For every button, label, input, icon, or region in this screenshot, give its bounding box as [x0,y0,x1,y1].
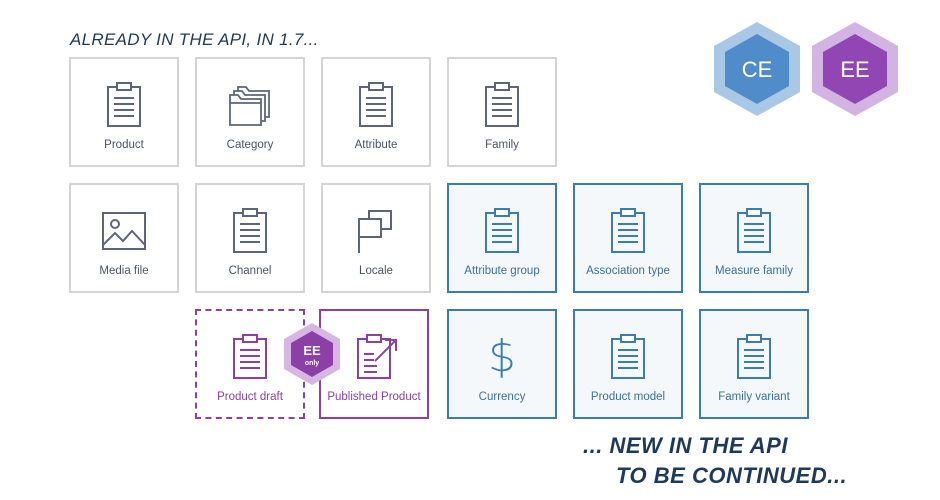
clipboard-icon [477,81,527,129]
tile-association-type[interactable]: Association type [573,183,683,293]
dollar-icon: $ [488,331,516,382]
tile-label: Product draft [217,391,283,403]
tile-product[interactable]: Product [69,57,179,167]
tile-locale[interactable]: Locale [321,183,431,293]
footer-line-new: ... NEW IN THE API [583,433,788,458]
tile-label: Measure family [715,265,793,277]
tile-label: Association type [586,265,670,277]
section-heading: ALREADY IN THE API, IN 1.7... [70,30,319,49]
flags-icon [351,207,401,255]
tile-label: Media file [99,265,149,277]
tile-label: Attribute group [464,265,540,277]
clipboard-icon [351,81,401,129]
tile-family[interactable]: Family [447,57,557,167]
clipboard-icon [603,333,653,381]
tile-family-variant[interactable]: Family variant [699,309,809,419]
publish-icon [349,333,399,381]
clipboard-icon [99,81,149,129]
ee-only-badge: EE only [281,322,343,386]
ee-badge: EE [810,21,900,117]
tile-label: Family [485,139,519,151]
tile-attribute-group[interactable]: Attribute group [447,183,557,293]
clipboard-icon [729,207,779,255]
ee-badge-label: EE [840,57,869,82]
image-icon [99,207,149,255]
clipboard-icon [225,333,275,381]
tile-media-file[interactable]: Media file [69,183,179,293]
tile-label: Channel [228,265,272,277]
tile-attribute[interactable]: Attribute [321,57,431,167]
tile-measure-family[interactable]: Measure family [699,183,809,293]
folders-icon [225,81,275,129]
ce-badge-label: CE [742,57,773,82]
ee-only-badge-bottom: only [305,360,319,367]
tile-label: Locale [359,265,393,277]
ee-only-badge-top: EE [303,343,321,358]
clipboard-icon [477,207,527,255]
tile-channel[interactable]: Channel [195,183,305,293]
ce-badge: CE [712,21,802,117]
tile-label: Family variant [718,391,790,403]
tile-label: Product [104,139,144,151]
tile-label: Currency [478,391,526,403]
tile-category[interactable]: Category [195,57,305,167]
tile-label: Product model [590,391,666,403]
tile-label: Attribute [354,139,398,151]
footer-line-continued: TO BE CONTINUED... [616,463,848,488]
tile-label: Published Product [327,391,421,403]
clipboard-icon [729,333,779,381]
clipboard-icon [603,207,653,255]
tile-currency[interactable]: $ Currency [447,309,557,419]
tile-product-model[interactable]: Product model [573,309,683,419]
tile-label: Category [226,139,274,151]
clipboard-icon [225,207,275,255]
